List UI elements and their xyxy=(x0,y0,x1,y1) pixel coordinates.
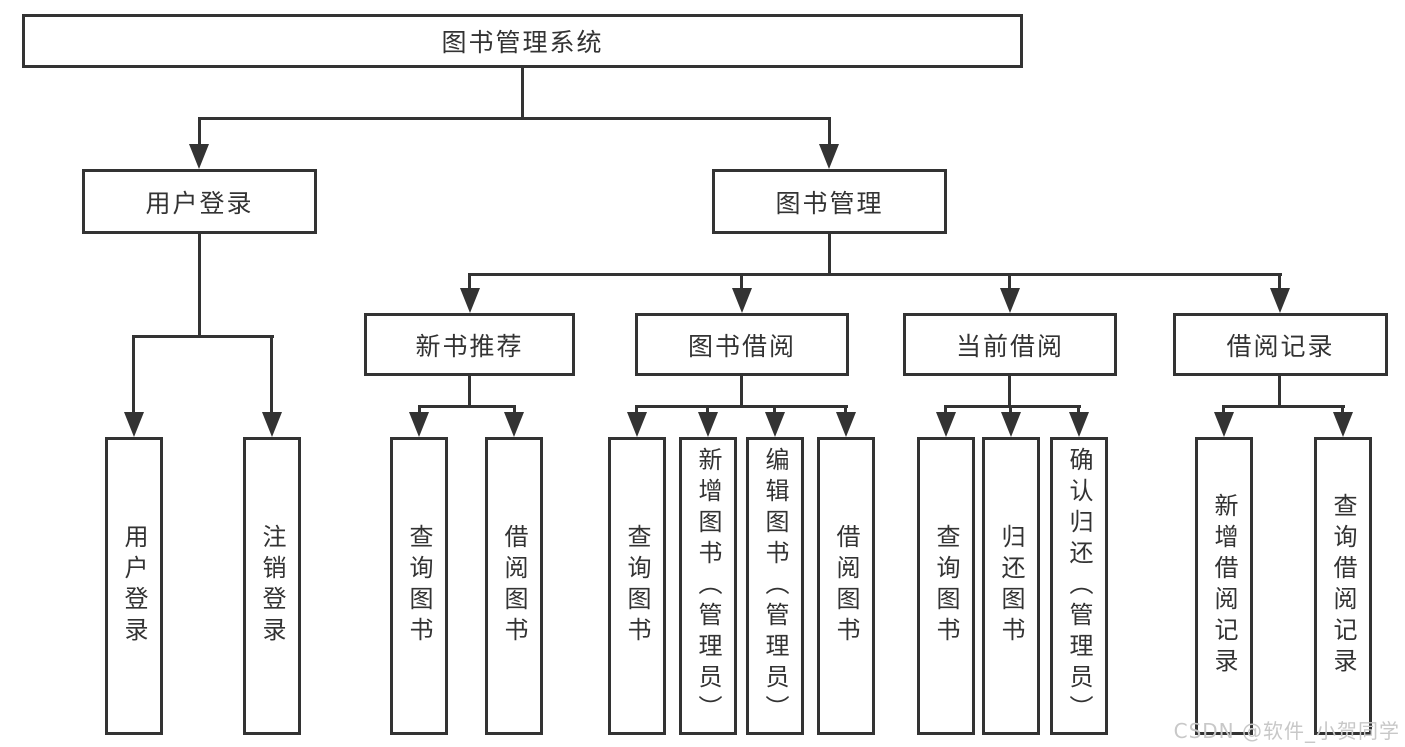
node-borrow-records: 借阅记录 xyxy=(1173,313,1388,376)
arrowhead-down-icon xyxy=(189,144,209,169)
arrowhead-down-icon xyxy=(409,412,429,437)
arrowhead-down-icon xyxy=(262,412,282,437)
leaf-label: 新增图书（管理员） xyxy=(694,446,722,726)
node-new-book-recommend: 新书推荐 xyxy=(364,313,575,376)
connector-line xyxy=(1008,273,1011,291)
connector-line xyxy=(844,405,847,415)
connector-line xyxy=(944,405,947,415)
leaf-label: 查询借阅记录 xyxy=(1329,493,1357,679)
connector-line xyxy=(828,117,831,147)
leaf-query-books-recommend: 查询图书 xyxy=(390,437,448,735)
connector-line xyxy=(198,117,201,147)
leaf-query-books-current: 查询图书 xyxy=(917,437,975,735)
node-root: 图书管理系统 xyxy=(22,14,1023,68)
connector-branch xyxy=(635,405,848,408)
connector-branch xyxy=(418,405,516,408)
leaf-label: 借阅图书 xyxy=(500,524,528,648)
leaf-query-borrow-record: 查询借阅记录 xyxy=(1314,437,1372,735)
connector-user-login-stem xyxy=(198,234,201,335)
node-book-borrow: 图书借阅 xyxy=(635,313,849,376)
arrowhead-down-icon xyxy=(627,412,647,437)
leaf-label: 借阅图书 xyxy=(832,524,860,648)
node-current-borrow: 当前借阅 xyxy=(903,313,1117,376)
connector-line xyxy=(270,335,273,414)
connector-level1-branch xyxy=(198,117,831,120)
arrowhead-down-icon xyxy=(836,412,856,437)
leaf-return-books: 归还图书 xyxy=(982,437,1040,735)
connector-line xyxy=(773,405,776,415)
arrowhead-down-icon xyxy=(1333,412,1353,437)
connector-line xyxy=(1008,376,1011,407)
node-user-login: 用户登录 xyxy=(82,169,317,234)
leaf-label: 注销登录 xyxy=(258,524,286,648)
connector-line xyxy=(468,273,471,291)
leaf-edit-books-admin: 编辑图书（管理员） xyxy=(746,437,804,735)
leaf-query-books-borrow: 查询图书 xyxy=(608,437,666,735)
connector-root-stem xyxy=(521,68,524,118)
connector-line xyxy=(740,273,743,291)
leaf-label: 查询图书 xyxy=(405,524,433,648)
connector-branch xyxy=(944,405,1081,408)
leaf-logout: 注销登录 xyxy=(243,437,301,735)
connector-line xyxy=(740,376,743,407)
arrowhead-down-icon xyxy=(819,144,839,169)
leaf-label: 查询图书 xyxy=(623,524,651,648)
arrowhead-down-icon xyxy=(732,288,752,313)
arrowhead-down-icon xyxy=(504,412,524,437)
node-book-management: 图书管理 xyxy=(712,169,947,234)
leaf-label: 归还图书 xyxy=(997,524,1025,648)
connector-line xyxy=(706,405,709,415)
arrowhead-down-icon xyxy=(124,412,144,437)
arrowhead-down-icon xyxy=(1214,412,1234,437)
connector-line xyxy=(1278,273,1281,291)
connector-line xyxy=(635,405,638,415)
connector-book-mgmt-stem xyxy=(828,233,831,273)
connector-user-login-branch xyxy=(132,335,274,338)
leaf-borrow-books: 借阅图书 xyxy=(817,437,875,735)
connector-line xyxy=(1222,405,1225,415)
leaf-label: 确认归还（管理员） xyxy=(1065,446,1093,726)
leaf-label: 用户登录 xyxy=(120,524,148,648)
arrowhead-down-icon xyxy=(460,288,480,313)
watermark: CSDN @软件_小贺同学 xyxy=(1173,719,1400,743)
leaf-add-borrow-record: 新增借阅记录 xyxy=(1195,437,1253,735)
connector-level2-branch xyxy=(468,273,1282,276)
leaf-label: 新增借阅记录 xyxy=(1210,493,1238,679)
arrowhead-down-icon xyxy=(698,412,718,437)
arrowhead-down-icon xyxy=(1270,288,1290,313)
leaf-confirm-return-admin: 确认归还（管理员） xyxy=(1050,437,1108,735)
leaf-label: 查询图书 xyxy=(932,524,960,648)
arrowhead-down-icon xyxy=(765,412,785,437)
connector-line xyxy=(418,405,421,415)
connector-line xyxy=(1341,405,1344,415)
arrowhead-down-icon xyxy=(1001,412,1021,437)
leaf-borrow-books-recommend: 借阅图书 xyxy=(485,437,543,735)
arrowhead-down-icon xyxy=(936,412,956,437)
leaf-user-login-action: 用户登录 xyxy=(105,437,163,735)
connector-line xyxy=(1077,405,1080,415)
connector-line xyxy=(468,376,471,407)
arrowhead-down-icon xyxy=(1000,288,1020,313)
connector-line xyxy=(132,335,135,414)
leaf-label: 编辑图书（管理员） xyxy=(761,446,789,726)
leaf-add-books-admin: 新增图书（管理员） xyxy=(679,437,737,735)
connector-line xyxy=(1278,376,1281,407)
connector-line xyxy=(513,405,516,415)
connector-branch xyxy=(1222,405,1345,408)
connector-line xyxy=(1009,405,1012,415)
arrowhead-down-icon xyxy=(1069,412,1089,437)
